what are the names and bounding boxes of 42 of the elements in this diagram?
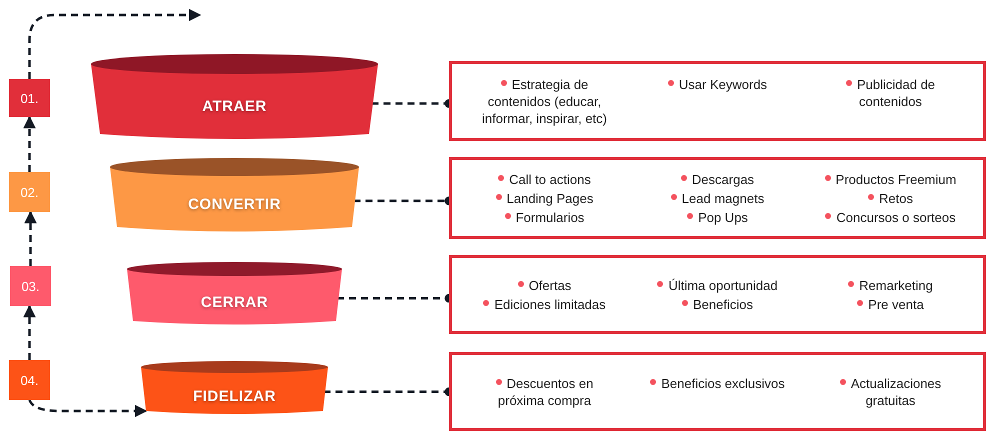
bullet-item: Landing Pages <box>458 190 631 206</box>
bullet-item: Formularios <box>458 208 631 226</box>
info-panel <box>449 352 986 431</box>
stage-label: CONVERTIR <box>188 196 281 212</box>
bullet-item: Publicidad de contenidos <box>804 76 977 126</box>
bullet-item: Beneficios <box>631 296 804 312</box>
dashed-arrow <box>23 116 36 172</box>
bullet-item: Call to actions <box>458 170 631 188</box>
info-panel <box>449 157 986 239</box>
bullet-item: Última oportunidad <box>631 276 804 294</box>
bullet-item: Ediciones limitadas <box>458 296 631 312</box>
step-number: 01. <box>20 90 39 106</box>
stage-label: ATRAER <box>202 98 267 114</box>
bullet-item: Lead magnets <box>631 190 804 206</box>
dashed-arrow <box>28 399 148 418</box>
step-marker <box>10 266 51 306</box>
info-panel <box>449 61 986 141</box>
stage-label: FIDELIZAR <box>193 388 276 404</box>
bullet-item: Pre venta <box>804 296 977 312</box>
bullet-item: Productos Freemium <box>804 170 977 188</box>
bullet-item: Actualizaciones gratuitas <box>804 374 977 408</box>
bullet-item: Pop Ups <box>631 208 804 226</box>
step-number: 02. <box>20 184 39 200</box>
info-panel <box>449 255 986 334</box>
step-number: 03. <box>21 278 40 294</box>
dashed-arrow <box>28 8 202 79</box>
bullet-item: Remarketing <box>804 276 977 294</box>
step-marker <box>9 79 50 117</box>
step-marker <box>9 172 50 212</box>
step-number: 04. <box>20 372 39 388</box>
step-marker <box>9 360 50 400</box>
bullet-item: Retos <box>804 190 977 206</box>
bullet-item: Ofertas <box>458 276 631 294</box>
dashed-arrow <box>24 210 37 266</box>
bullet-item: Descargas <box>631 170 804 188</box>
bullet-item: Beneficios exclusivos <box>631 374 804 408</box>
bullet-item: Concursos o sorteos <box>804 208 977 226</box>
bullet-item: Usar Keywords <box>631 76 804 126</box>
bullet-item: Descuentos en próxima compra <box>458 374 631 408</box>
dashed-arrow <box>23 304 36 360</box>
bullet-item: Estrategia de contenidos (educar, informar, inspirar, etc) <box>458 76 631 126</box>
stage-label: CERRAR <box>200 294 268 310</box>
